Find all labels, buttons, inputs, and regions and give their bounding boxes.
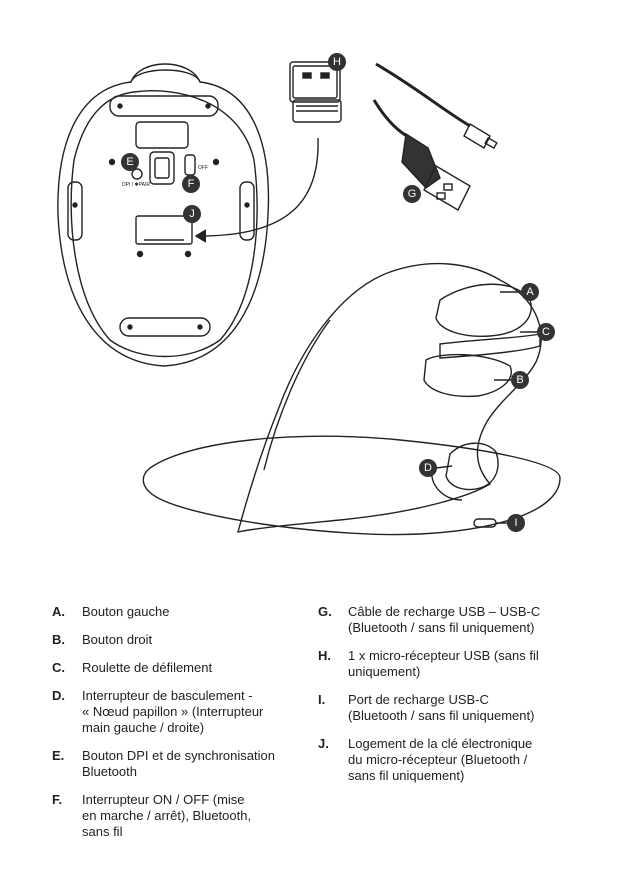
legend-left-column: A. Bouton gauche B. Bouton droit C. Roul…: [52, 604, 307, 852]
mouse-bottom-view: DPI / ✱PAIR OFF: [57, 63, 270, 367]
legend-item: D. Interrupteur de basculement - « Nœud …: [52, 688, 307, 736]
legend-item: J. Logement de la clé électronique du mi…: [318, 736, 578, 784]
mouse-side-view: [142, 262, 561, 536]
svg-text:G: G: [408, 188, 417, 200]
legend-letter: B.: [52, 632, 65, 647]
callout-b: B: [494, 371, 529, 389]
legend-text: Bouton droit: [82, 632, 153, 647]
svg-text:A: A: [526, 286, 534, 298]
legend-item: E. Bouton DPI et de synchronisation Blue…: [52, 748, 307, 780]
off-label: OFF: [198, 165, 208, 171]
legend-item: A. Bouton gauche: [52, 604, 307, 620]
legend-right-column: G. Câble de recharge USB – USB-C (Blueto…: [318, 604, 578, 796]
legend-letter: H.: [318, 648, 331, 663]
svg-text:H: H: [333, 56, 341, 68]
dongle-slot: [135, 215, 193, 245]
svg-text:E: E: [126, 156, 133, 168]
dpi-pair-button[interactable]: [131, 168, 143, 180]
legend-text: Port de recharge USB-C (Bluetooth / sans…: [348, 692, 535, 723]
legend-item: H. 1 x micro-récepteur USB (sans fil uni…: [318, 648, 578, 680]
callout-i: I: [496, 514, 525, 532]
legend-text: Bouton DPI et de synchronisation Bluetoo…: [82, 748, 275, 779]
right-button[interactable]: [423, 353, 512, 398]
left-glide-pad: [67, 181, 83, 241]
legend-text: Interrupteur ON / OFF (mise en marche / …: [82, 792, 252, 839]
svg-text:D: D: [424, 462, 432, 474]
callout-g: G: [403, 185, 421, 203]
legend-item: F. Interrupteur ON / OFF (mise en marche…: [52, 792, 307, 840]
legend-letter: G.: [318, 604, 332, 619]
legend-letter: F.: [52, 792, 63, 807]
usb-micro-receiver: [289, 61, 342, 123]
product-illustration: DPI / ✱PAIR OFF: [57, 53, 561, 536]
legend-letter: D.: [52, 688, 65, 703]
svg-text:C: C: [542, 326, 550, 338]
right-glide-pad: [239, 181, 255, 241]
svg-text:J: J: [189, 208, 195, 220]
mouse-bottom-inner: [70, 90, 258, 358]
legend-text: Roulette de défilement: [82, 660, 213, 675]
legend-text: Câble de recharge USB – USB-C (Bluetooth…: [348, 604, 541, 635]
callout-h: H: [328, 53, 346, 71]
legend-text: Logement de la clé électronique du micro…: [348, 736, 533, 783]
svg-text:F: F: [188, 178, 195, 190]
callout-a: A: [500, 283, 539, 301]
legend-letter: C.: [52, 660, 65, 675]
legend-item: B. Bouton droit: [52, 632, 307, 648]
insert-arrow: [199, 137, 319, 237]
svg-text:B: B: [516, 374, 523, 386]
mouse-body: [237, 262, 542, 533]
legend-text: 1 x micro-récepteur USB (sans fil unique…: [348, 648, 539, 679]
legend-letter: A.: [52, 604, 65, 619]
legend-text: Interrupteur de basculement - « Nœud pap…: [82, 688, 264, 735]
mouse-bottom-top-bump: [130, 69, 201, 83]
legend-letter: J.: [318, 736, 329, 751]
bow-tie-switch[interactable]: [445, 442, 499, 491]
mouse-bottom-shell: [57, 63, 270, 367]
usb-charging-cable: [372, 62, 498, 211]
optical-sensor: [149, 151, 175, 185]
callout-j: J: [183, 205, 201, 223]
legend-letter: I.: [318, 692, 326, 707]
mouse-base: [142, 435, 561, 536]
bottom-glide-pad: [119, 317, 211, 337]
callout-c: C: [520, 323, 555, 341]
on-off-switch[interactable]: [184, 154, 196, 176]
legend-text: Bouton gauche: [82, 604, 170, 619]
sensor-plate: [135, 121, 189, 149]
svg-text:I: I: [514, 517, 517, 529]
callout-e: E: [121, 153, 139, 171]
scroll-wheel[interactable]: [439, 333, 541, 359]
callout-f: F: [182, 175, 200, 193]
legend-item: G. Câble de recharge USB – USB-C (Blueto…: [318, 604, 578, 636]
left-button[interactable]: [435, 283, 532, 338]
top-glide-pad: [109, 95, 219, 117]
legend-item: I. Port de recharge USB-C (Bluetooth / s…: [318, 692, 578, 724]
legend-letter: E.: [52, 748, 65, 763]
legend-item: C. Roulette de défilement: [52, 660, 307, 676]
dpi-pair-label: DPI / ✱PAIR: [122, 182, 150, 188]
callout-d: D: [419, 459, 453, 477]
